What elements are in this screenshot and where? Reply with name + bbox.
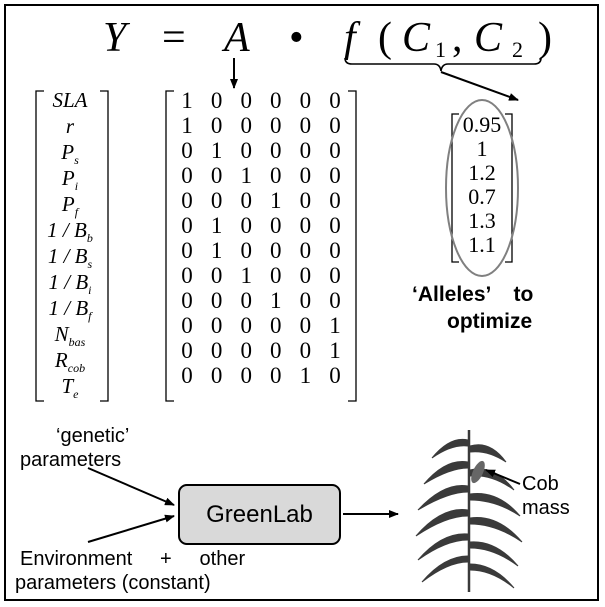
eq-comma: ,: [452, 15, 463, 61]
eq-f: f: [344, 15, 356, 61]
eq-Y: Y: [103, 15, 127, 61]
matrix-bracket-left: [165, 90, 174, 402]
arrow-brace-to-alleles: [440, 71, 519, 101]
param-r: r: [65, 114, 75, 138]
eq-equals: =: [162, 15, 186, 61]
eq-C1: C: [402, 15, 431, 61]
eq-dot: •: [289, 15, 304, 61]
alleles-caption-line2: optimize: [447, 310, 533, 333]
param-inv-Bf: 1 / Bf: [48, 296, 92, 324]
eq-close-paren: ): [538, 15, 552, 61]
cob-label-line2: mass: [522, 497, 570, 519]
param-SLA: SLA: [52, 88, 88, 112]
param-Pi: Pi: [61, 166, 79, 194]
allele-value: 1.1: [468, 232, 496, 257]
cob-label-line1: Cob: [522, 473, 559, 495]
env-label-line2: parameters (constant): [15, 572, 211, 594]
maize-plant-icon: [415, 430, 523, 592]
diagram-frame: [4, 4, 599, 601]
eq-C2: C: [474, 15, 503, 61]
eq-open-paren: (: [378, 15, 392, 61]
alleles-caption-line1: ‘Alleles’ to: [412, 283, 534, 306]
arrow-cobmass-to-cob: [485, 469, 521, 485]
alleles-bracket-left: [451, 113, 459, 263]
param-inv-Bs: 1 / Bs: [47, 244, 93, 272]
allele-value: 0.7: [468, 184, 496, 209]
alleles-bracket-right: [505, 113, 513, 263]
param-Pf: Pf: [61, 192, 79, 220]
param-bracket-left: [35, 90, 44, 402]
underbrace: [344, 57, 542, 72]
alleles-ellipse: [445, 99, 519, 277]
param-bracket-right: [100, 90, 109, 402]
genetic-label-line1: ‘genetic’: [56, 425, 130, 447]
param-inv-Bi: 1 / Bi: [48, 270, 92, 298]
cob-icon: [471, 460, 485, 484]
greenlab-box: GreenLab: [178, 484, 341, 545]
allele-value: 0.95: [462, 112, 502, 137]
param-inv-Bb: 1 / Bb: [47, 218, 93, 246]
arrow-env-to-greenlab: [87, 514, 175, 543]
allele-value: 1.3: [468, 208, 496, 233]
genetic-label-line2: parameters: [20, 449, 122, 471]
greenlab-label: GreenLab: [206, 500, 313, 528]
allele-value: 1: [476, 136, 488, 161]
eq-A: A: [224, 15, 250, 61]
allele-value: 1.2: [468, 160, 496, 185]
param-Nbas: Nbas: [54, 322, 86, 350]
eq-sub-1: 1: [435, 37, 446, 62]
param-Rcob: Rcob: [54, 348, 86, 376]
arrow-genetic-to-greenlab: [87, 467, 175, 506]
env-label-line1: Environment + other: [20, 548, 246, 570]
param-Ps: Ps: [61, 140, 79, 168]
eq-sub-2: 2: [512, 37, 523, 62]
matrix-bracket-right: [348, 90, 357, 402]
param-Te: Te: [61, 374, 79, 402]
